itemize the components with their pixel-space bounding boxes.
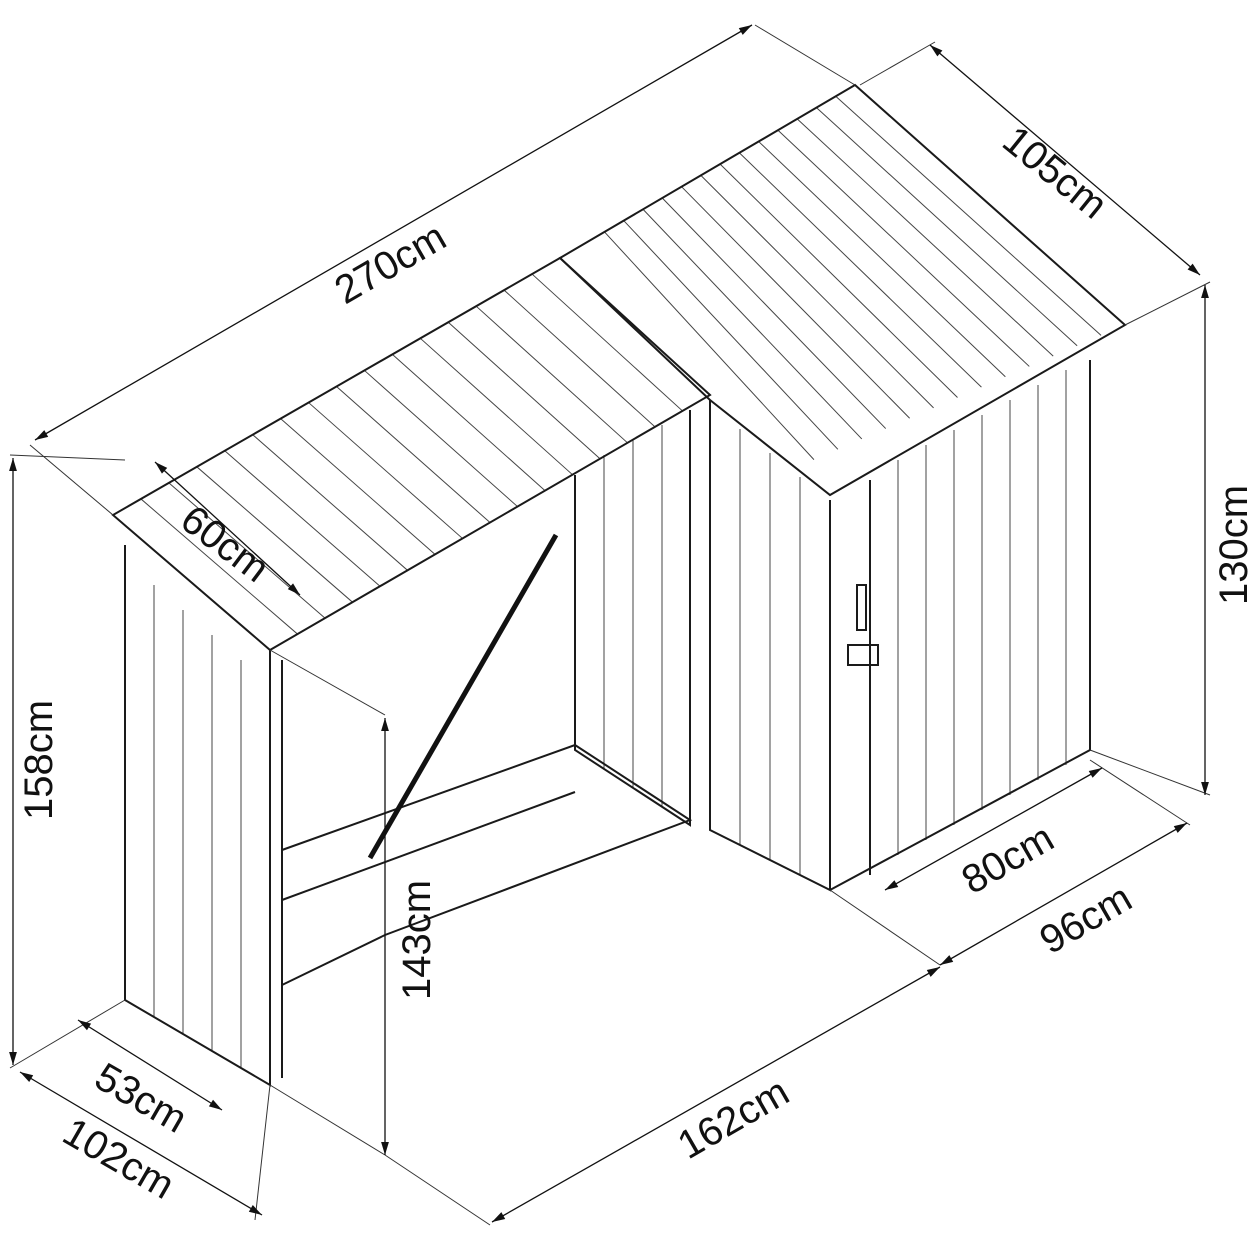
label-158cm: 158cm	[17, 700, 61, 820]
rib-line	[623, 220, 839, 450]
label-96cm: 96cm	[1033, 876, 1140, 963]
rib-line	[364, 370, 518, 507]
label-270cm: 270cm	[328, 215, 454, 313]
dimension-lines	[9, 24, 1209, 1223]
rib-line	[392, 354, 546, 491]
rib-line	[447, 321, 601, 460]
log-store-roof	[111, 256, 712, 652]
label-60cm: 60cm	[173, 497, 278, 591]
rib-line	[738, 152, 982, 388]
log-store-end-wall	[124, 545, 271, 1087]
shed-outline	[111, 83, 1127, 1087]
rib-line	[252, 434, 408, 571]
door-handle	[856, 584, 867, 631]
log-store-floor	[281, 743, 693, 986]
extension-lines	[9, 24, 1211, 1226]
rib-line	[700, 174, 934, 409]
rib-line	[661, 197, 887, 429]
diagonal-brace	[367, 533, 559, 860]
corrugation-ribs	[140, 95, 1102, 1068]
label-80cm: 80cm	[955, 816, 1062, 903]
main-shed-side-wall	[709, 400, 831, 892]
rib-line	[308, 402, 463, 539]
rib-line	[777, 129, 1030, 367]
rib-line	[336, 386, 491, 523]
label-143cm: 143cm	[395, 880, 439, 1000]
label-130cm: 130cm	[1212, 485, 1249, 605]
rib-line	[758, 141, 1006, 378]
rib-line	[475, 305, 628, 444]
label-105cm: 105cm	[994, 118, 1115, 228]
rib-line	[419, 337, 573, 476]
rib-line	[835, 95, 1102, 336]
rib-line	[503, 289, 656, 428]
rib-line	[280, 418, 436, 555]
door-latch	[847, 644, 879, 666]
rib-line	[719, 163, 958, 398]
log-store-back-wall	[574, 410, 691, 827]
rib-line	[796, 118, 1054, 357]
rib-line	[531, 273, 683, 412]
